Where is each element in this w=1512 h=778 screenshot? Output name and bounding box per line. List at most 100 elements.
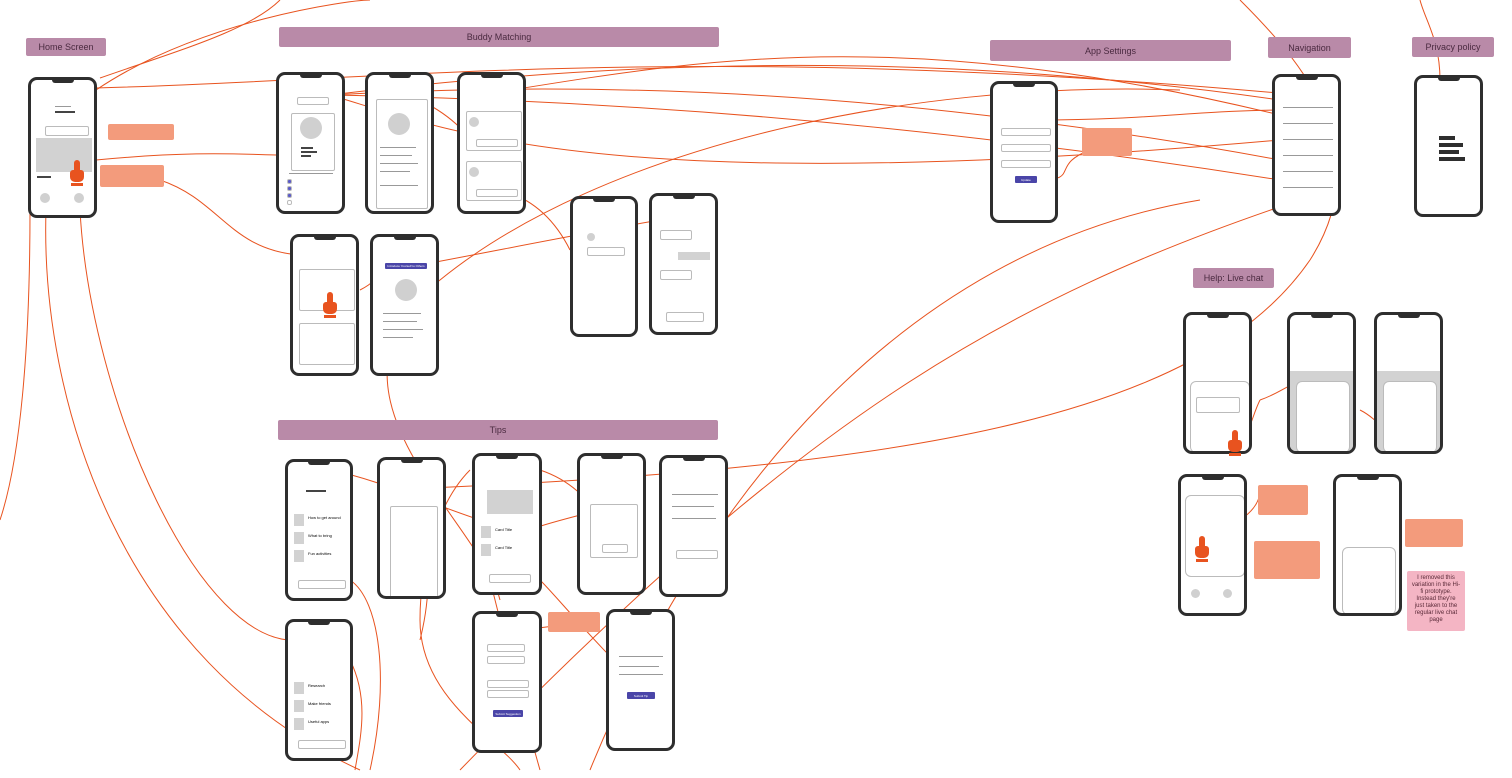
text-line <box>383 329 423 330</box>
text-line <box>55 111 75 113</box>
text-line <box>383 313 421 314</box>
text-line <box>619 674 663 675</box>
buddy-phone-2 <box>365 72 434 214</box>
nav-icon[interactable] <box>74 193 84 203</box>
tips-phone-3: Card Title Card Title <box>472 453 542 595</box>
match-card <box>299 269 355 311</box>
share-button[interactable] <box>676 550 718 559</box>
checkbox[interactable] <box>287 200 292 205</box>
tip-card-thumb <box>294 682 304 694</box>
section-help-live-chat: Help: Live chat <box>1193 268 1274 288</box>
text-line <box>380 155 412 156</box>
form-input[interactable] <box>487 644 525 652</box>
phone-notch <box>1206 315 1229 318</box>
apply-button[interactable] <box>602 544 628 553</box>
phone-notch <box>388 75 411 78</box>
text-line <box>380 171 410 172</box>
phone-notch <box>1397 315 1420 318</box>
form-select[interactable] <box>487 690 529 698</box>
annotation-note <box>1254 541 1320 579</box>
phone-notch <box>400 460 423 463</box>
avatar <box>587 233 595 241</box>
tips-phone-6: Research Make friends Useful apps <box>285 619 353 761</box>
suggest-button[interactable] <box>489 574 531 583</box>
tab-bar <box>297 97 329 105</box>
form-select[interactable] <box>487 680 529 688</box>
checkbox[interactable] <box>287 186 292 191</box>
text-line <box>380 163 418 164</box>
pointer-hand-icon <box>1195 536 1209 562</box>
phone-notch <box>51 80 74 83</box>
suggest-button[interactable] <box>298 580 346 589</box>
nav-icon[interactable] <box>40 193 50 203</box>
chat-phone-1 <box>570 196 638 337</box>
phone-notch <box>629 612 652 615</box>
checkbox[interactable] <box>287 179 292 184</box>
annotation-note <box>548 612 600 632</box>
text-line <box>383 321 417 322</box>
settings-select[interactable] <box>1001 160 1051 168</box>
tip-card-title: Fun activities <box>308 551 332 556</box>
text-line <box>301 151 317 153</box>
app-settings-phone: Update <box>990 81 1058 223</box>
chat-bubble <box>587 247 625 256</box>
section-app-settings: App Settings <box>990 40 1231 61</box>
message-button[interactable] <box>476 189 518 197</box>
tip-card-thumb <box>481 544 491 556</box>
phone-notch <box>1437 78 1460 81</box>
phone-notch <box>308 622 330 625</box>
phone-notch <box>682 458 705 461</box>
search-input[interactable] <box>45 126 89 136</box>
pointer-hand-icon <box>323 292 337 318</box>
phone-notch <box>1013 84 1035 87</box>
nav-icon[interactable] <box>1223 589 1232 598</box>
help-phone-4 <box>1178 474 1247 616</box>
chat-popup <box>1296 381 1350 451</box>
text-line <box>672 494 718 495</box>
section-privacy-policy: Privacy policy <box>1412 37 1494 57</box>
suggest-button[interactable] <box>298 740 346 749</box>
phone-notch <box>313 237 336 240</box>
message-input[interactable] <box>1196 397 1240 413</box>
message-button[interactable] <box>476 139 518 147</box>
chat-bubble <box>660 270 692 280</box>
menu-divider <box>1283 171 1333 172</box>
tip-card-thumb <box>294 514 304 526</box>
tip-card-thumb <box>481 526 491 538</box>
update-button[interactable]: Update <box>1015 176 1037 183</box>
help-phone-5 <box>1333 474 1402 616</box>
phone-notch <box>1295 77 1318 80</box>
text-line <box>301 155 311 157</box>
form-input[interactable] <box>487 656 525 664</box>
section-home-screen: Home Screen <box>26 38 106 56</box>
privacy-policy-phone <box>1414 75 1483 217</box>
tip-card-title: What to bring <box>308 533 332 538</box>
tip-card-title: Make friends <box>308 701 331 706</box>
menu-divider <box>1283 139 1333 140</box>
submit-suggestion-button[interactable]: Submit Suggestion <box>493 710 523 717</box>
text-line <box>306 490 326 492</box>
phone-notch <box>496 614 518 617</box>
chat-popup <box>1185 495 1244 577</box>
message-input[interactable] <box>666 312 704 322</box>
tip-card-title: How to get around <box>308 515 341 520</box>
settings-select[interactable] <box>1001 128 1051 136</box>
annotation-note <box>1082 128 1132 156</box>
avatar <box>395 279 417 301</box>
removed-variation-note: I removed this variation in the Hi-fi pr… <box>1407 571 1465 631</box>
text-line <box>55 106 71 107</box>
video-placeholder <box>487 490 533 514</box>
submit-tip-button[interactable]: Submit Tip <box>627 692 655 699</box>
checkbox[interactable] <box>287 193 292 198</box>
nav-icon[interactable] <box>1191 589 1200 598</box>
phone-notch <box>1310 315 1333 318</box>
phone-notch <box>593 199 615 202</box>
tips-phone-1: How to get around What to bring Fun acti… <box>285 459 353 601</box>
match-card <box>299 323 355 365</box>
menu-divider <box>1283 107 1333 108</box>
settings-select[interactable] <box>1001 144 1051 152</box>
annotation-note <box>100 165 164 187</box>
text-line <box>672 518 716 519</box>
tip-card-thumb <box>294 718 304 730</box>
introduce-banner-button[interactable]: Introduce Yourself to Others <box>385 263 427 269</box>
